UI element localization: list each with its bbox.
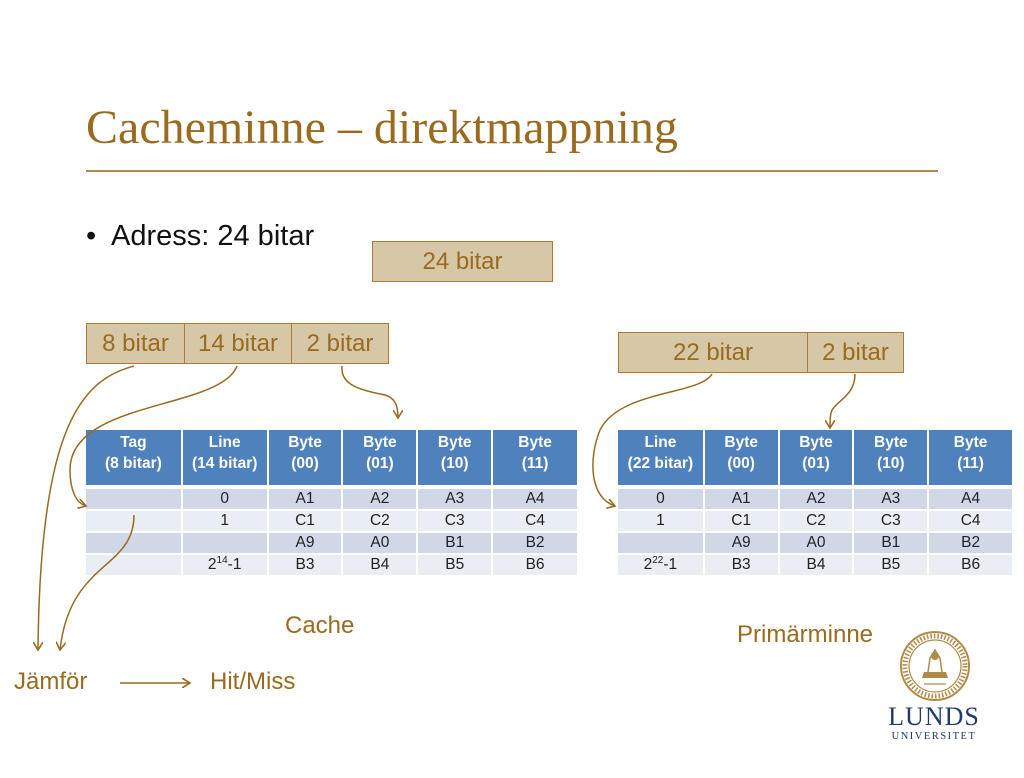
- cache-col-header: Byte(10): [417, 430, 494, 487]
- compare-label: Jämför: [14, 668, 88, 695]
- mem-address-box: 22 bitar 2 bitar: [618, 332, 904, 373]
- cache-col-header: Byte(01): [342, 430, 419, 487]
- tag-bits-field: 8 bitar: [102, 329, 169, 357]
- mem-col-header: Byte(00): [703, 430, 780, 487]
- mem-col-header: Byte(10): [853, 430, 930, 487]
- bullet-dot: •: [86, 220, 97, 252]
- cache-table: Tag(8 bitar) Line(14 bitar) Byte(00) Byt…: [86, 430, 579, 575]
- cache-tag-to-compare-arrow: [60, 514, 135, 650]
- title-rule: [86, 170, 938, 172]
- bullet-item: • Adress: 24 bitar: [86, 220, 314, 253]
- logo-line2: UNIVERSITET: [891, 731, 977, 742]
- mem-offset-bits-field: 2 bitar: [807, 333, 903, 372]
- mem-line-bits-field: 22 bitar: [672, 338, 754, 366]
- primary-memory-label: Primärminne: [737, 621, 874, 648]
- mem-col-header: Line(22 bitar): [618, 430, 705, 487]
- university-wordmark: LUNDS UNIVERSITET: [888, 704, 980, 744]
- address-24-label: 24 bitar: [422, 247, 503, 275]
- mem-line-to-table-arrow: [592, 373, 713, 506]
- cache-col-header: Line(14 bitar): [181, 430, 269, 487]
- memory-table: Line(22 bitar) Byte(00) Byte(01) Byte(10…: [618, 430, 1014, 575]
- mem-offset-to-byte-arrow: [830, 373, 856, 428]
- mem-col-header: Byte(11): [928, 430, 1014, 487]
- line-to-cache-arrow: [69, 365, 238, 506]
- logo-line1: LUNDS: [888, 702, 980, 731]
- mem-col-header: Byte(01): [778, 430, 855, 487]
- cache-address-box: 8 bitar 14 bitar 2 bitar: [86, 323, 389, 364]
- tag-to-compare-arrow: [38, 365, 135, 650]
- offset-bits-field: 2 bitar: [291, 324, 388, 363]
- cache-col-header: Byte(11): [492, 430, 579, 487]
- slide-title: Cacheminne – direktmappning: [86, 101, 678, 154]
- line-bits-field: 14 bitar: [184, 324, 291, 363]
- offset-to-byte-arrow: [341, 365, 398, 418]
- university-seal-icon: [900, 631, 970, 701]
- cache-col-header: Tag(8 bitar): [86, 430, 183, 487]
- bullet-text: Adress: 24 bitar: [111, 220, 315, 252]
- power-cell: 214-1: [181, 553, 269, 575]
- hit-miss-label: Hit/Miss: [210, 668, 296, 695]
- cache-col-header: Byte(00): [267, 430, 344, 487]
- cache-label: Cache: [285, 612, 355, 639]
- power-cell: 222-1: [618, 553, 705, 575]
- address-24-box: 24 bitar: [372, 241, 553, 282]
